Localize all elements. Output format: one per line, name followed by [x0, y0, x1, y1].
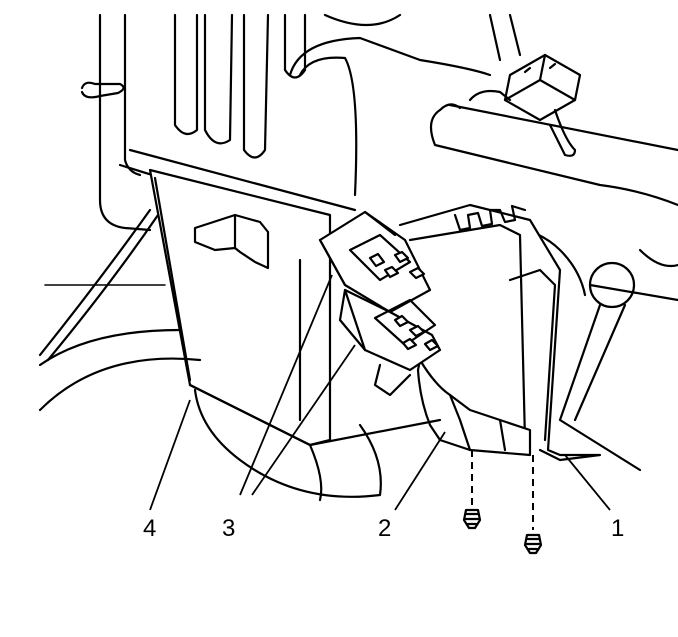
callout-label-1: 1	[611, 515, 624, 542]
screw-right	[523, 455, 543, 555]
mounting-bracket	[416, 358, 532, 457]
leader-1	[564, 454, 611, 511]
leader-3b	[251, 344, 356, 496]
hvac-module-housing	[148, 168, 442, 447]
leader-2	[394, 431, 446, 511]
blower-motor-resistor	[398, 203, 602, 462]
leader-4	[149, 399, 191, 511]
callout-label-2: 2	[378, 515, 391, 542]
callout-label-3: 3	[222, 515, 235, 542]
wire-connector	[468, 53, 582, 157]
engine-shroud	[80, 13, 492, 232]
coolant-hose	[429, 13, 678, 207]
leader-3a	[239, 274, 333, 496]
relay-lower	[338, 288, 442, 397]
screw-left	[462, 450, 482, 530]
callout-leaders	[149, 274, 611, 511]
wire-harness-left	[38, 208, 166, 362]
relay-upper	[318, 210, 432, 314]
lower-duct	[38, 328, 382, 502]
callout-labels: 1 2 3 4	[143, 515, 624, 542]
callout-label-4: 4	[143, 515, 156, 542]
